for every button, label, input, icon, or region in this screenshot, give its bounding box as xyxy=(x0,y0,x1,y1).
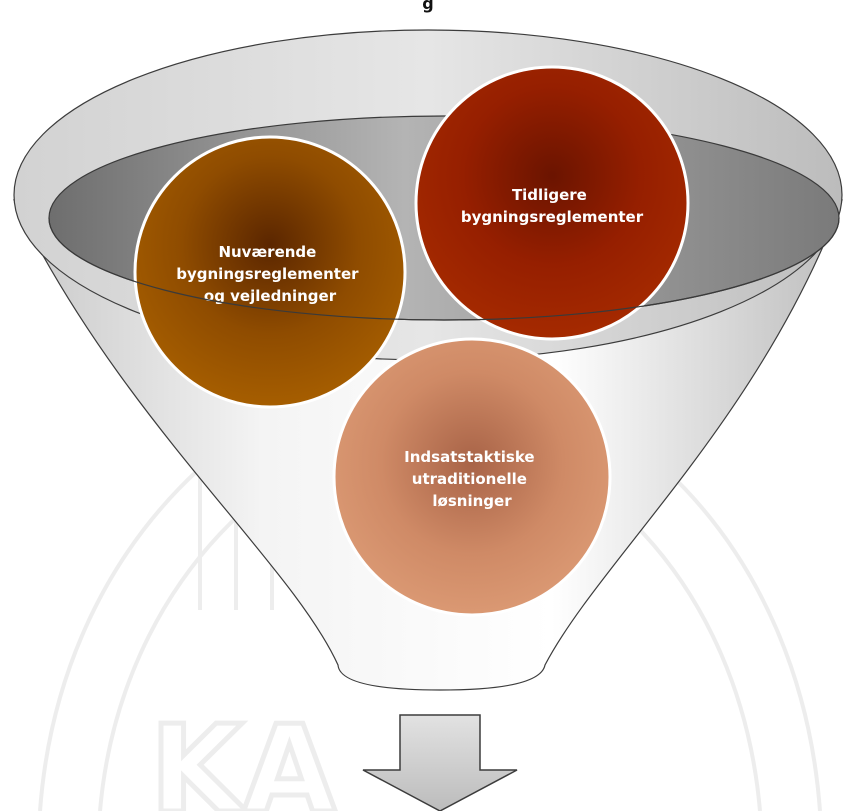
circle-current-regulations-line-3: og vejledninger xyxy=(204,287,337,305)
watermark: KA xyxy=(38,367,822,811)
svg-text:Indsatstaktiske utraditi: Indsatstaktiske utraditionelle løsninger xyxy=(404,448,540,510)
circle-tactical-solutions-line-1: Indsatstaktiske xyxy=(404,448,534,466)
svg-text:Tidligere bygningsreglem: Tidligere bygningsreglementer xyxy=(461,186,644,226)
circle-tactical-solutions-line-2: utraditionelle xyxy=(412,470,527,488)
circle-current-regulations-shape xyxy=(133,135,407,409)
circle-current-regulations: Nuværende bygningsreglementer og vejledn… xyxy=(133,135,407,409)
header-partial-text: g xyxy=(422,0,434,13)
funnel-opening-front-edge xyxy=(48,217,840,321)
circle-previous-regulations-line-2: bygningsreglementer xyxy=(461,208,644,226)
watermark-text: KA xyxy=(150,701,336,811)
circle-tactical-solutions: Indsatstaktiske utraditionelle løsninger xyxy=(332,337,612,617)
circle-tactical-solutions-line-3: løsninger xyxy=(432,492,512,510)
circle-current-regulations-line-1: Nuværende xyxy=(218,243,316,261)
circle-previous-regulations-shape xyxy=(414,65,690,341)
circle-current-regulations-line-2: bygningsreglementer xyxy=(176,265,359,283)
down-arrow-icon xyxy=(362,714,518,811)
circle-tactical-solutions-shape xyxy=(332,337,612,617)
svg-text:Nuværende bygningsreglem: Nuværende bygningsreglementer og vejledn… xyxy=(176,243,364,305)
circle-previous-regulations-line-1: Tidligere xyxy=(512,186,587,204)
circle-previous-regulations: Tidligere bygningsreglementer xyxy=(414,65,690,341)
